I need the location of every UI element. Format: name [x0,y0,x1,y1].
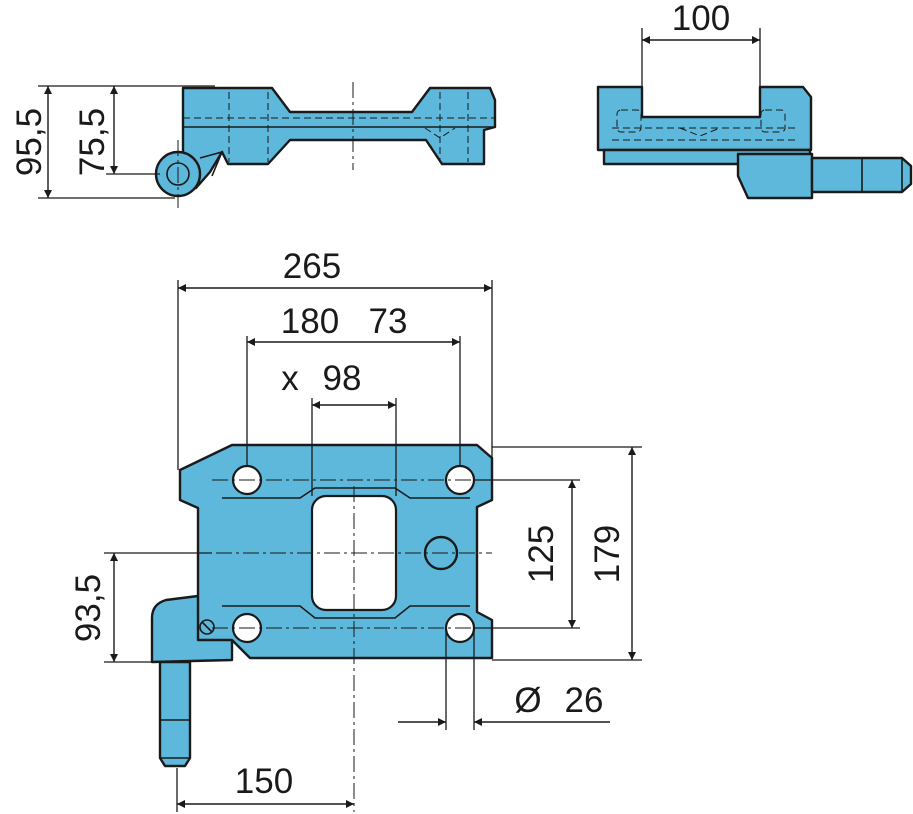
end-view-hidden-1 [616,109,642,133]
side-view-hidden-6 [424,127,456,139]
plan-view-bottom-rib [222,605,470,619]
side-view-lug [199,150,224,177]
end-view-pin-block [736,152,814,200]
dim-hole-spacing-label: 180 [281,302,339,341]
end-view-hidden-5 [679,127,721,137]
side-view: 95,5 75,5 [10,82,497,208]
dim-window-width-prefix: x [281,359,299,398]
plan-view-grease-mark [201,621,213,633]
end-view: 100 [596,0,913,200]
dim-height-outer-label: 95,5 [10,108,49,176]
dim-height-inner-label: 75,5 [73,108,112,176]
dim-window-width-label: 98 [323,359,362,398]
dim-pin-offset-label: 150 [235,762,293,801]
dim-hole-diameter-label: 26 [565,681,604,720]
end-view-body [596,85,813,152]
dim-hole-diameter-symbol: Ø [514,681,541,720]
plan-view: 265 180 73 x 98 125 179 93,5 Ø 26 [69,247,642,812]
end-view-hidden-2 [760,109,786,133]
plan-view-top-rib [222,487,470,499]
dim-pin-height-label: 93,5 [69,574,108,642]
dim-hole-offset-label: 73 [369,302,408,341]
dim-top-width-label: 100 [672,0,730,38]
plan-view-pin [158,660,192,768]
side-view-body [181,86,497,194]
plan-view-grease-nipple [199,619,215,635]
dim-overall-height-label: 179 [588,525,627,583]
dim-overall-width-label: 265 [283,247,341,286]
dim-hole-pitch-label: 125 [522,525,561,583]
